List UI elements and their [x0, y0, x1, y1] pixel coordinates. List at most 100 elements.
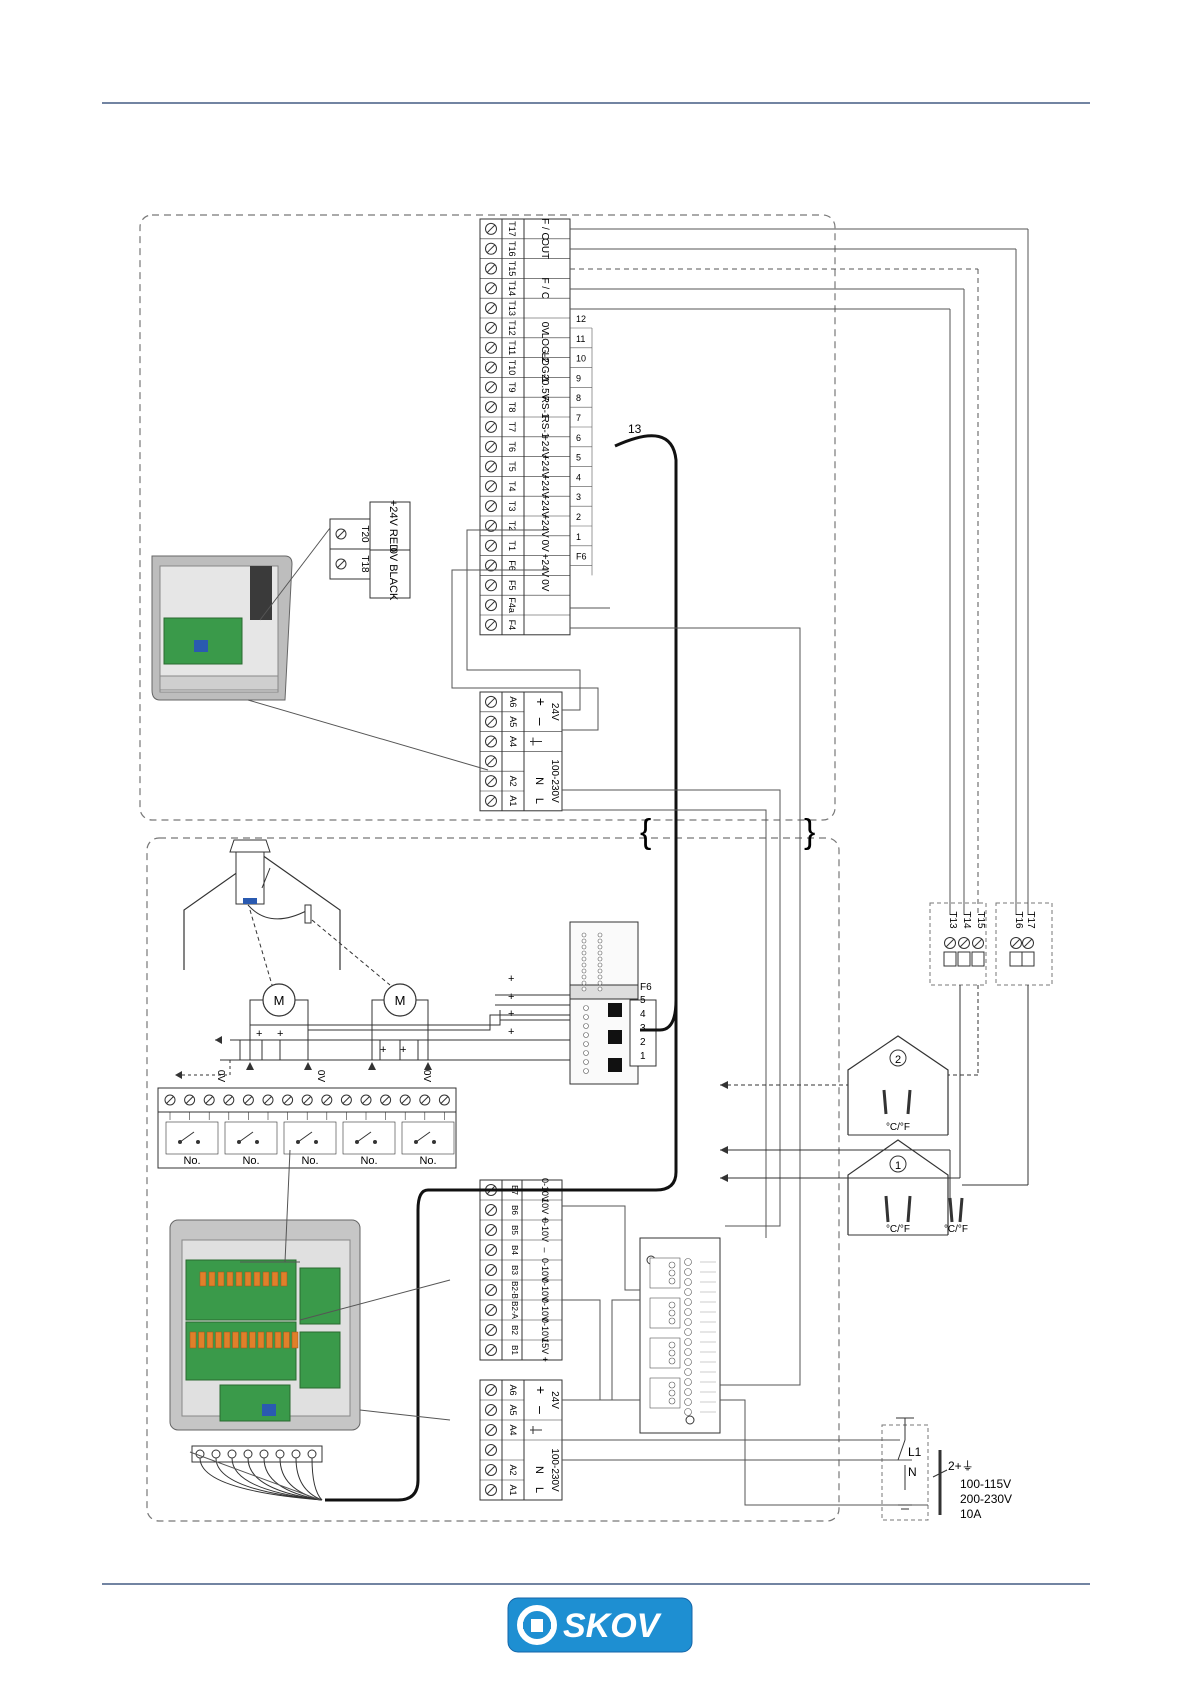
terminal-label-t5: +24V — [539, 455, 550, 479]
terminal-id-t11: T11 — [507, 340, 517, 355]
mains-fuse: 10A — [960, 1507, 981, 1521]
svg-text:1: 1 — [895, 1160, 901, 1172]
power-id-a4: A4 — [508, 1424, 518, 1435]
terminal-label-t4: +24V — [539, 474, 550, 498]
skov-logo-text: SKOV — [563, 1607, 663, 1645]
power-voltage: 100-230V — [549, 1448, 560, 1492]
wire-number: 4 — [576, 472, 581, 482]
terminal-label-f5: 0V — [539, 579, 550, 592]
plus-sign: + — [508, 1026, 514, 1038]
power-24v: 24V — [549, 1391, 560, 1409]
expansion-module — [569, 921, 657, 1085]
power-n: N — [533, 1466, 545, 1474]
terminal-id-t3: T3 — [507, 501, 517, 512]
power-plus: + — [533, 1386, 549, 1394]
analog-id-b2-a: B2-A — [510, 1301, 519, 1319]
house-1: 1 °C/°F °C/°F — [847, 1139, 968, 1236]
motor-feed-lines — [175, 994, 570, 1076]
power-id-a1: A1 — [508, 795, 518, 806]
brace-right: } — [804, 813, 815, 851]
svg-text:M: M — [274, 993, 285, 1008]
plus-sign: + — [256, 1028, 262, 1040]
terminal-label-f6: +24V — [539, 554, 550, 578]
house-with-inlet — [183, 839, 391, 986]
upper-controller-frame — [139, 214, 836, 821]
skov-logo: SKOV — [507, 1597, 693, 1653]
terminal-label-t6: +24V — [539, 435, 550, 459]
terminal-label-t9: 20.5V — [539, 374, 550, 400]
terminal-id-t5: T5 — [507, 461, 517, 472]
power-l: L — [533, 1487, 545, 1493]
svg-text:°C/°F: °C/°F — [886, 1224, 910, 1235]
motor-1: M — [249, 983, 309, 1060]
mains-voltage-1: 100-115V — [960, 1477, 1011, 1491]
power-id-a6: A6 — [508, 1384, 518, 1395]
relay-strip — [189, 1271, 299, 1349]
analog-label-b6: 10V + — [540, 1198, 550, 1222]
terminal-label-t12: 0V — [539, 322, 550, 335]
power-minus: – — [533, 1406, 549, 1414]
terminal-id-t7: T7 — [507, 422, 517, 433]
plus-sign: + — [508, 1008, 514, 1020]
wire-number: 3 — [576, 492, 581, 502]
relay-0v-label: 0V — [215, 1070, 226, 1083]
mains-supply — [896, 1417, 948, 1515]
wire-number: 8 — [576, 393, 581, 403]
power-minus: – — [533, 718, 549, 726]
terminal-label-t10: LOG-1 — [539, 352, 550, 382]
terminal-id-t13: T13 — [507, 300, 517, 316]
brace-left: { — [640, 813, 651, 851]
bottom-connector — [191, 1445, 323, 1463]
house-arrows — [720, 985, 1029, 1198]
relay-no-label: No. — [242, 1155, 259, 1167]
relay-0v-label: 0V — [315, 1070, 326, 1083]
sensor-term-t16: T16 — [1013, 911, 1024, 929]
wire-number: 10 — [576, 354, 586, 364]
relay-no-label: No. — [419, 1155, 436, 1167]
power-id-a2: A2 — [508, 1464, 518, 1475]
relay-no-label: No. — [301, 1155, 318, 1167]
fuse-label: 2 — [640, 1037, 646, 1048]
terminal-label-t11: LOG-2 — [539, 333, 550, 363]
plus-sign: + — [508, 973, 514, 985]
fuse-label: 5 — [640, 995, 646, 1006]
power-24v: 24V — [549, 703, 560, 721]
terminal-label-t7: RS-1 — [539, 416, 550, 439]
din-module-rows — [649, 1257, 716, 1416]
terminal-id-f4a: F4a — [507, 597, 517, 613]
t20-id: T20 — [359, 525, 370, 543]
sensor-term-t14: T14 — [961, 911, 972, 929]
wire-number: 11 — [576, 334, 585, 344]
upper-controller-photo — [151, 555, 293, 701]
wire-number: 2 — [576, 512, 581, 522]
terminal-id-t8: T8 — [507, 402, 517, 413]
terminal-label-t2: +24V — [539, 514, 550, 538]
terminal-id-t16: T16 — [507, 241, 517, 257]
terminal-id-f6: F6 — [507, 560, 517, 571]
analog-label-b5: 0-10V — [540, 1218, 550, 1242]
terminal-id-t10: T10 — [507, 360, 517, 376]
terminal-id-t12: T12 — [507, 320, 517, 336]
terminal-id-t2: T2 — [507, 521, 517, 532]
terminal-id-t6: T6 — [507, 441, 517, 452]
power-id-a5: A5 — [508, 1404, 518, 1415]
svg-text:2: 2 — [895, 1054, 901, 1066]
sensor-term-t17: T17 — [1025, 911, 1036, 929]
sensor-wiring — [451, 228, 1029, 1386]
plus-sign: + — [400, 1044, 406, 1056]
lower-controller-frame — [146, 837, 840, 1522]
wire-number: F6 — [576, 552, 587, 562]
power-voltage: 100-230V — [549, 759, 560, 803]
t18-id: T18 — [359, 555, 370, 573]
sensor-frame-2 — [995, 902, 1053, 986]
analog-id-b3: B3 — [510, 1265, 519, 1275]
terminal-label-t16: OUT — [539, 238, 550, 259]
terminal-id-t1: T1 — [507, 540, 517, 551]
power-id-a5: A5 — [508, 716, 518, 727]
relay-no-label: No. — [183, 1155, 200, 1167]
analog-id-b1: B1 — [510, 1345, 519, 1355]
